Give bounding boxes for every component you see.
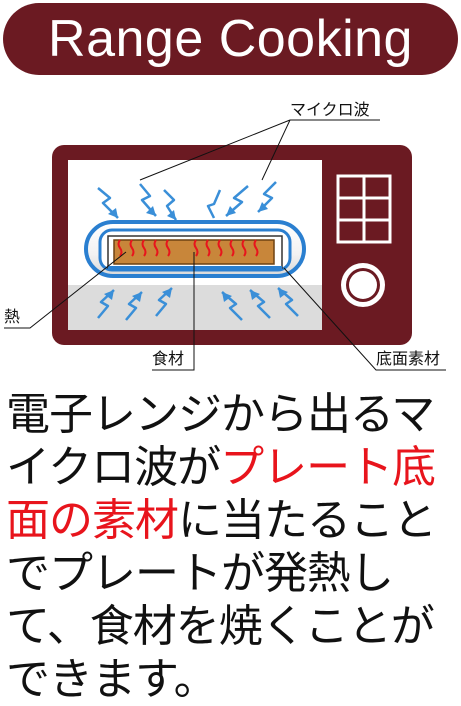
microwave-diagram: マイクロ波 熱 食材 底面素材	[4, 100, 446, 371]
label-heat: 熱	[4, 307, 20, 326]
leader-food	[152, 252, 195, 371]
description-part1: 電子レンジから出るマイクロ波が	[6, 389, 435, 493]
title-text: Range Cooking	[48, 10, 413, 68]
leader-heat	[4, 251, 127, 329]
microwave-waves	[97, 181, 299, 321]
title-banner: Range Cooking	[3, 3, 458, 75]
description-highlight: プレート底面の素材	[6, 442, 436, 546]
leader-bottom-material	[283, 267, 446, 371]
dial-knob	[341, 263, 385, 307]
bottom-material-layer	[108, 266, 282, 270]
label-microwave: マイクロ波	[290, 100, 370, 119]
label-bottom-material: 底面素材	[376, 349, 440, 368]
heat-arrows	[117, 239, 259, 257]
label-food: 食材	[152, 349, 184, 368]
control-keypad	[336, 174, 392, 244]
description-text: 電子レンジから出るマイクロ波がプレート底面の素材に当たることでプレートが発熱して…	[6, 388, 458, 706]
